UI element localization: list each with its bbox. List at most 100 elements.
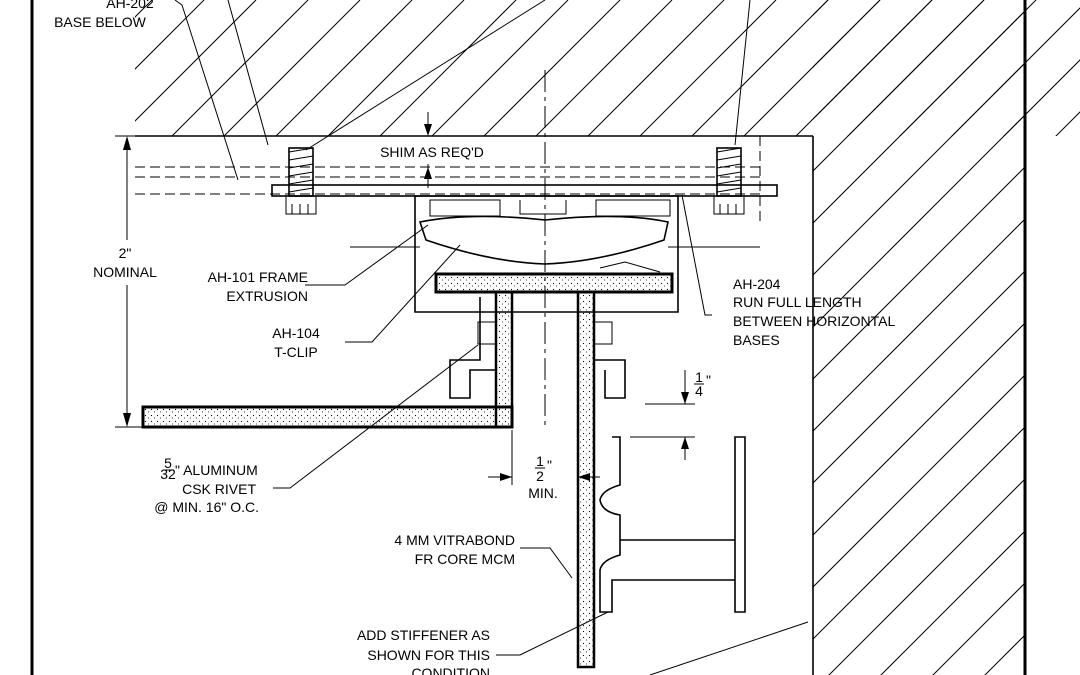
label-t-clip-2: T-CLIP	[274, 344, 318, 360]
dimension-2-nominal	[115, 135, 145, 428]
leader-lines	[174, 0, 809, 675]
hatch-line	[813, 62, 1025, 276]
hatch-line	[535, 0, 673, 136]
label-stiffener-1: ADD STIFFENER AS	[357, 627, 490, 643]
hatch-line	[24, 0, 724, 675]
ah-104-t-clip	[434, 272, 674, 669]
hatch-line	[847, 0, 985, 136]
hatch-line	[1064, 0, 1080, 675]
label-rivet-frac-den: 32	[160, 466, 176, 482]
hatch-line	[880, 530, 1025, 675]
label-mcm-1: 4 MM VITRABOND	[394, 532, 515, 548]
label-ah-204-1: AH-204	[733, 276, 781, 292]
label-ah-204-3: BETWEEN HORIZONTAL	[733, 313, 896, 329]
label-rivet-2: CSK RIVET	[182, 481, 256, 497]
hatch-line	[828, 478, 1025, 675]
hatch-line	[648, 0, 1080, 675]
hatch-line	[0, 0, 100, 675]
substrate-outline	[135, 135, 814, 675]
hatch-line	[0, 0, 412, 675]
hatch-line	[0, 0, 308, 675]
hatch-line	[431, 0, 569, 136]
label-min: MIN.	[528, 485, 558, 501]
hatch-line	[483, 0, 621, 136]
hatch-line	[813, 0, 933, 120]
hatch-line	[1064, 0, 1080, 675]
hatch-line	[743, 0, 881, 136]
label-half-num: 1	[536, 453, 544, 469]
hatch-line	[984, 634, 1025, 675]
label-rivet-1: " ALUMINUM	[175, 462, 258, 478]
clip-legs	[449, 297, 626, 399]
hatch-line	[275, 0, 413, 136]
label-rivet-frac-num: 5	[164, 455, 172, 471]
label-quarter-den: 4	[695, 383, 703, 399]
hatch-line	[752, 0, 1080, 675]
dimension-half-inch	[488, 430, 600, 485]
screw-fastener-right	[713, 147, 745, 215]
hatch-line	[813, 270, 1025, 484]
hatch-line	[960, 0, 1080, 675]
label-ah-204-2: RUN FULL LENGTH	[733, 294, 862, 310]
hatch-line	[813, 0, 985, 172]
ah-101-frame-extrusion	[350, 195, 760, 313]
hatch-line	[327, 0, 465, 136]
hatch-line	[223, 0, 361, 136]
shim-leader	[424, 112, 432, 188]
hatch-line	[76, 0, 776, 675]
label-mcm-2: FR CORE MCM	[415, 551, 515, 567]
label-quarter-unit: "	[706, 372, 711, 388]
hatch-line	[639, 0, 777, 136]
hatch-line	[596, 0, 1080, 675]
hatch-line	[813, 322, 1025, 536]
hatch-line	[0, 0, 516, 675]
label-2-inch: 2"	[119, 245, 132, 261]
label-base-below: BASE BELOW	[54, 14, 147, 30]
label-half-den: 2	[536, 468, 544, 484]
label-stiffener-2: SHOWN FOR THIS	[367, 647, 490, 663]
hatch-line	[813, 374, 1025, 588]
hatch-line	[813, 166, 1025, 380]
hatch-line	[813, 218, 1025, 432]
hatch-line	[899, 0, 1037, 136]
hatch-line	[0, 0, 100, 675]
hatch-line	[135, 0, 257, 122]
stiffener-extrusion	[599, 436, 746, 613]
label-stiffener-3: CONDITION	[411, 665, 490, 675]
hatch-line	[587, 0, 725, 136]
label-ah-202: AH-202	[106, 0, 154, 11]
mcm-panel-horizontal	[141, 405, 514, 429]
hatch-line	[135, 0, 153, 18]
label-t-clip-1: AH-104	[272, 325, 320, 341]
hatch-line	[544, 0, 1080, 675]
dimension-quarter-inch	[630, 370, 695, 460]
hatch-line	[379, 0, 517, 136]
label-frame-extrusion-1: AH-101 FRAME	[208, 269, 308, 285]
screw-fastener-left	[285, 147, 317, 215]
label-half-unit: "	[547, 457, 552, 473]
label-shim: SHIM AS REQ'D	[380, 144, 484, 160]
hatch-line	[813, 114, 1025, 328]
hatch-line	[908, 0, 1080, 675]
hatch-line	[1055, 111, 1080, 136]
hatch-line	[1012, 0, 1080, 675]
hatch-line	[0, 0, 464, 675]
hatch-line	[171, 0, 309, 136]
label-ah-204-4: BASES	[733, 332, 780, 348]
hatch-line	[0, 0, 256, 675]
hatch-line	[0, 0, 152, 675]
hatch-line	[856, 0, 1080, 675]
label-rivet-3: @ MIN. 16" O.C.	[154, 499, 259, 515]
label-nominal: NOMINAL	[93, 264, 157, 280]
hatch-line	[813, 10, 1025, 224]
hatch-line	[1012, 0, 1080, 675]
label-quarter-num: 1	[695, 369, 703, 385]
hatch-line	[691, 0, 829, 136]
hatch-line	[932, 582, 1025, 675]
label-frame-extrusion-2: EXTRUSION	[226, 288, 308, 304]
sheet-border	[30, 0, 1027, 675]
hatch-line	[813, 426, 1025, 640]
